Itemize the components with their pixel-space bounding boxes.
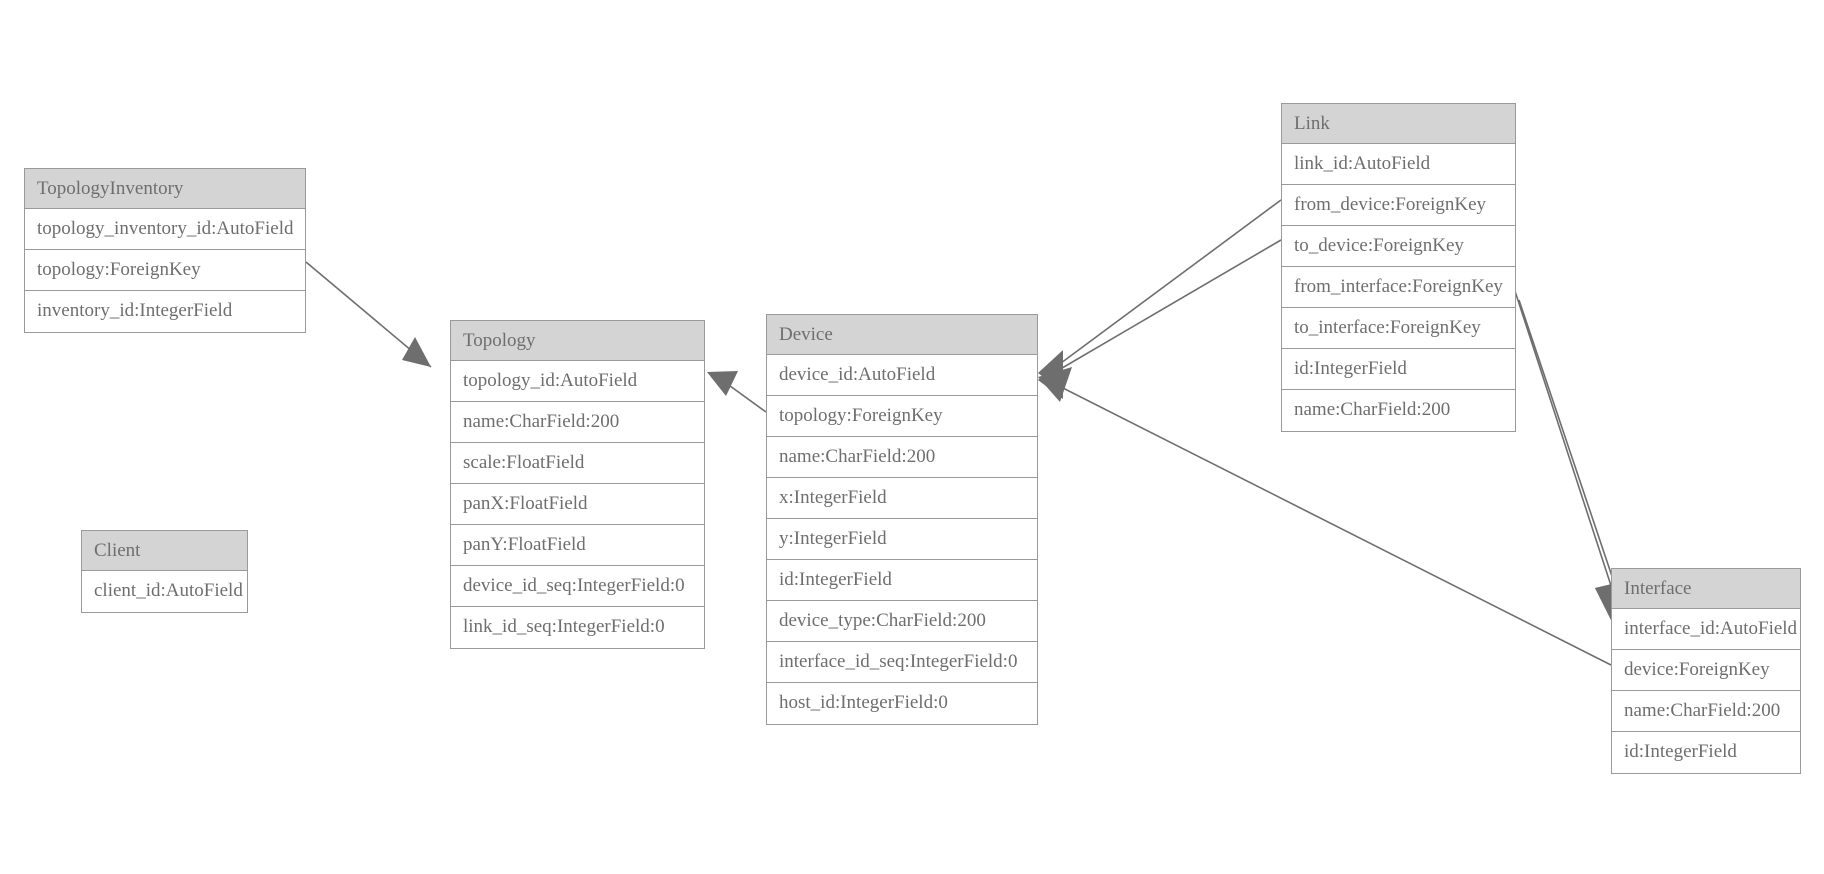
entity-field-row[interactable]: topology_inventory_id:AutoField <box>25 209 305 250</box>
entity-field-row[interactable]: device_id:AutoField <box>767 355 1037 396</box>
entity-field-row[interactable]: inventory_id:IntegerField <box>25 291 305 332</box>
entity-field-row[interactable]: from_interface:ForeignKey <box>1282 267 1515 308</box>
entity-field-row[interactable]: topology:ForeignKey <box>767 396 1037 437</box>
entity-title-link: Link <box>1282 104 1515 144</box>
entity-field-row[interactable]: topology_id:AutoField <box>451 361 704 402</box>
entity-title-interface: Interface <box>1612 569 1800 609</box>
entity-title-topology_inventory: TopologyInventory <box>25 169 305 209</box>
entity-field-row[interactable]: name:CharField:200 <box>451 402 704 443</box>
entity-field-row[interactable]: id:IntegerField <box>767 560 1037 601</box>
entity-field-row[interactable]: x:IntegerField <box>767 478 1037 519</box>
entity-field-row[interactable]: device_type:CharField:200 <box>767 601 1037 642</box>
relationship-line <box>1056 199 1282 367</box>
entity-field-row[interactable]: host_id:IntegerField:0 <box>767 683 1037 724</box>
entity-field-row[interactable]: y:IntegerField <box>767 519 1037 560</box>
entity-field-row[interactable]: device:ForeignKey <box>1612 650 1800 691</box>
entity-field-row[interactable]: name:CharField:200 <box>767 437 1037 478</box>
entity-title-device: Device <box>767 315 1037 355</box>
relationship-arrowhead <box>1038 350 1063 392</box>
entity-field-row[interactable]: id:IntegerField <box>1612 732 1800 773</box>
entity-field-row[interactable]: link_id_seq:IntegerField:0 <box>451 607 704 648</box>
entity-field-row[interactable]: scale:FloatField <box>451 443 704 484</box>
relationship-line <box>1518 299 1623 607</box>
entity-field-row[interactable]: device_id_seq:IntegerField:0 <box>451 566 704 607</box>
relationship-link-to-device <box>1038 239 1282 399</box>
relationship-link-from-device <box>1038 199 1282 392</box>
relationship-topologyinventory-topology <box>305 261 432 368</box>
entity-field-row[interactable]: client_id:AutoField <box>82 571 247 612</box>
entity-field-row[interactable]: name:CharField:200 <box>1282 390 1515 431</box>
entity-field-row[interactable]: interface_id_seq:IntegerField:0 <box>767 642 1037 683</box>
entity-field-row[interactable]: to_interface:ForeignKey <box>1282 308 1515 349</box>
relationship-arrowhead <box>707 371 738 396</box>
entity-title-client: Client <box>82 531 247 571</box>
relationship-arrowhead <box>1038 357 1063 399</box>
relationship-device-topology <box>707 371 767 413</box>
entity-field-row[interactable]: from_device:ForeignKey <box>1282 185 1515 226</box>
relationship-line <box>305 261 432 368</box>
entity-title-topology: Topology <box>451 321 704 361</box>
entity-field-row[interactable]: interface_id:AutoField <box>1612 609 1800 650</box>
entity-field-row[interactable]: name:CharField:200 <box>1612 691 1800 732</box>
relationship-arrowhead <box>402 337 431 367</box>
entity-field-row[interactable]: panX:FloatField <box>451 484 704 525</box>
entity-field-row[interactable]: link_id:AutoField <box>1282 144 1515 185</box>
entity-field-row[interactable]: topology:ForeignKey <box>25 250 305 291</box>
relationship-line <box>1512 284 1618 605</box>
entity-field-row[interactable]: id:IntegerField <box>1282 349 1515 390</box>
entity-field-row[interactable]: panY:FloatField <box>451 525 704 566</box>
relationship-line <box>725 382 767 413</box>
relationship-arrowhead <box>1038 367 1072 402</box>
relationship-line <box>1056 239 1282 372</box>
entity-field-row[interactable]: to_device:ForeignKey <box>1282 226 1515 267</box>
